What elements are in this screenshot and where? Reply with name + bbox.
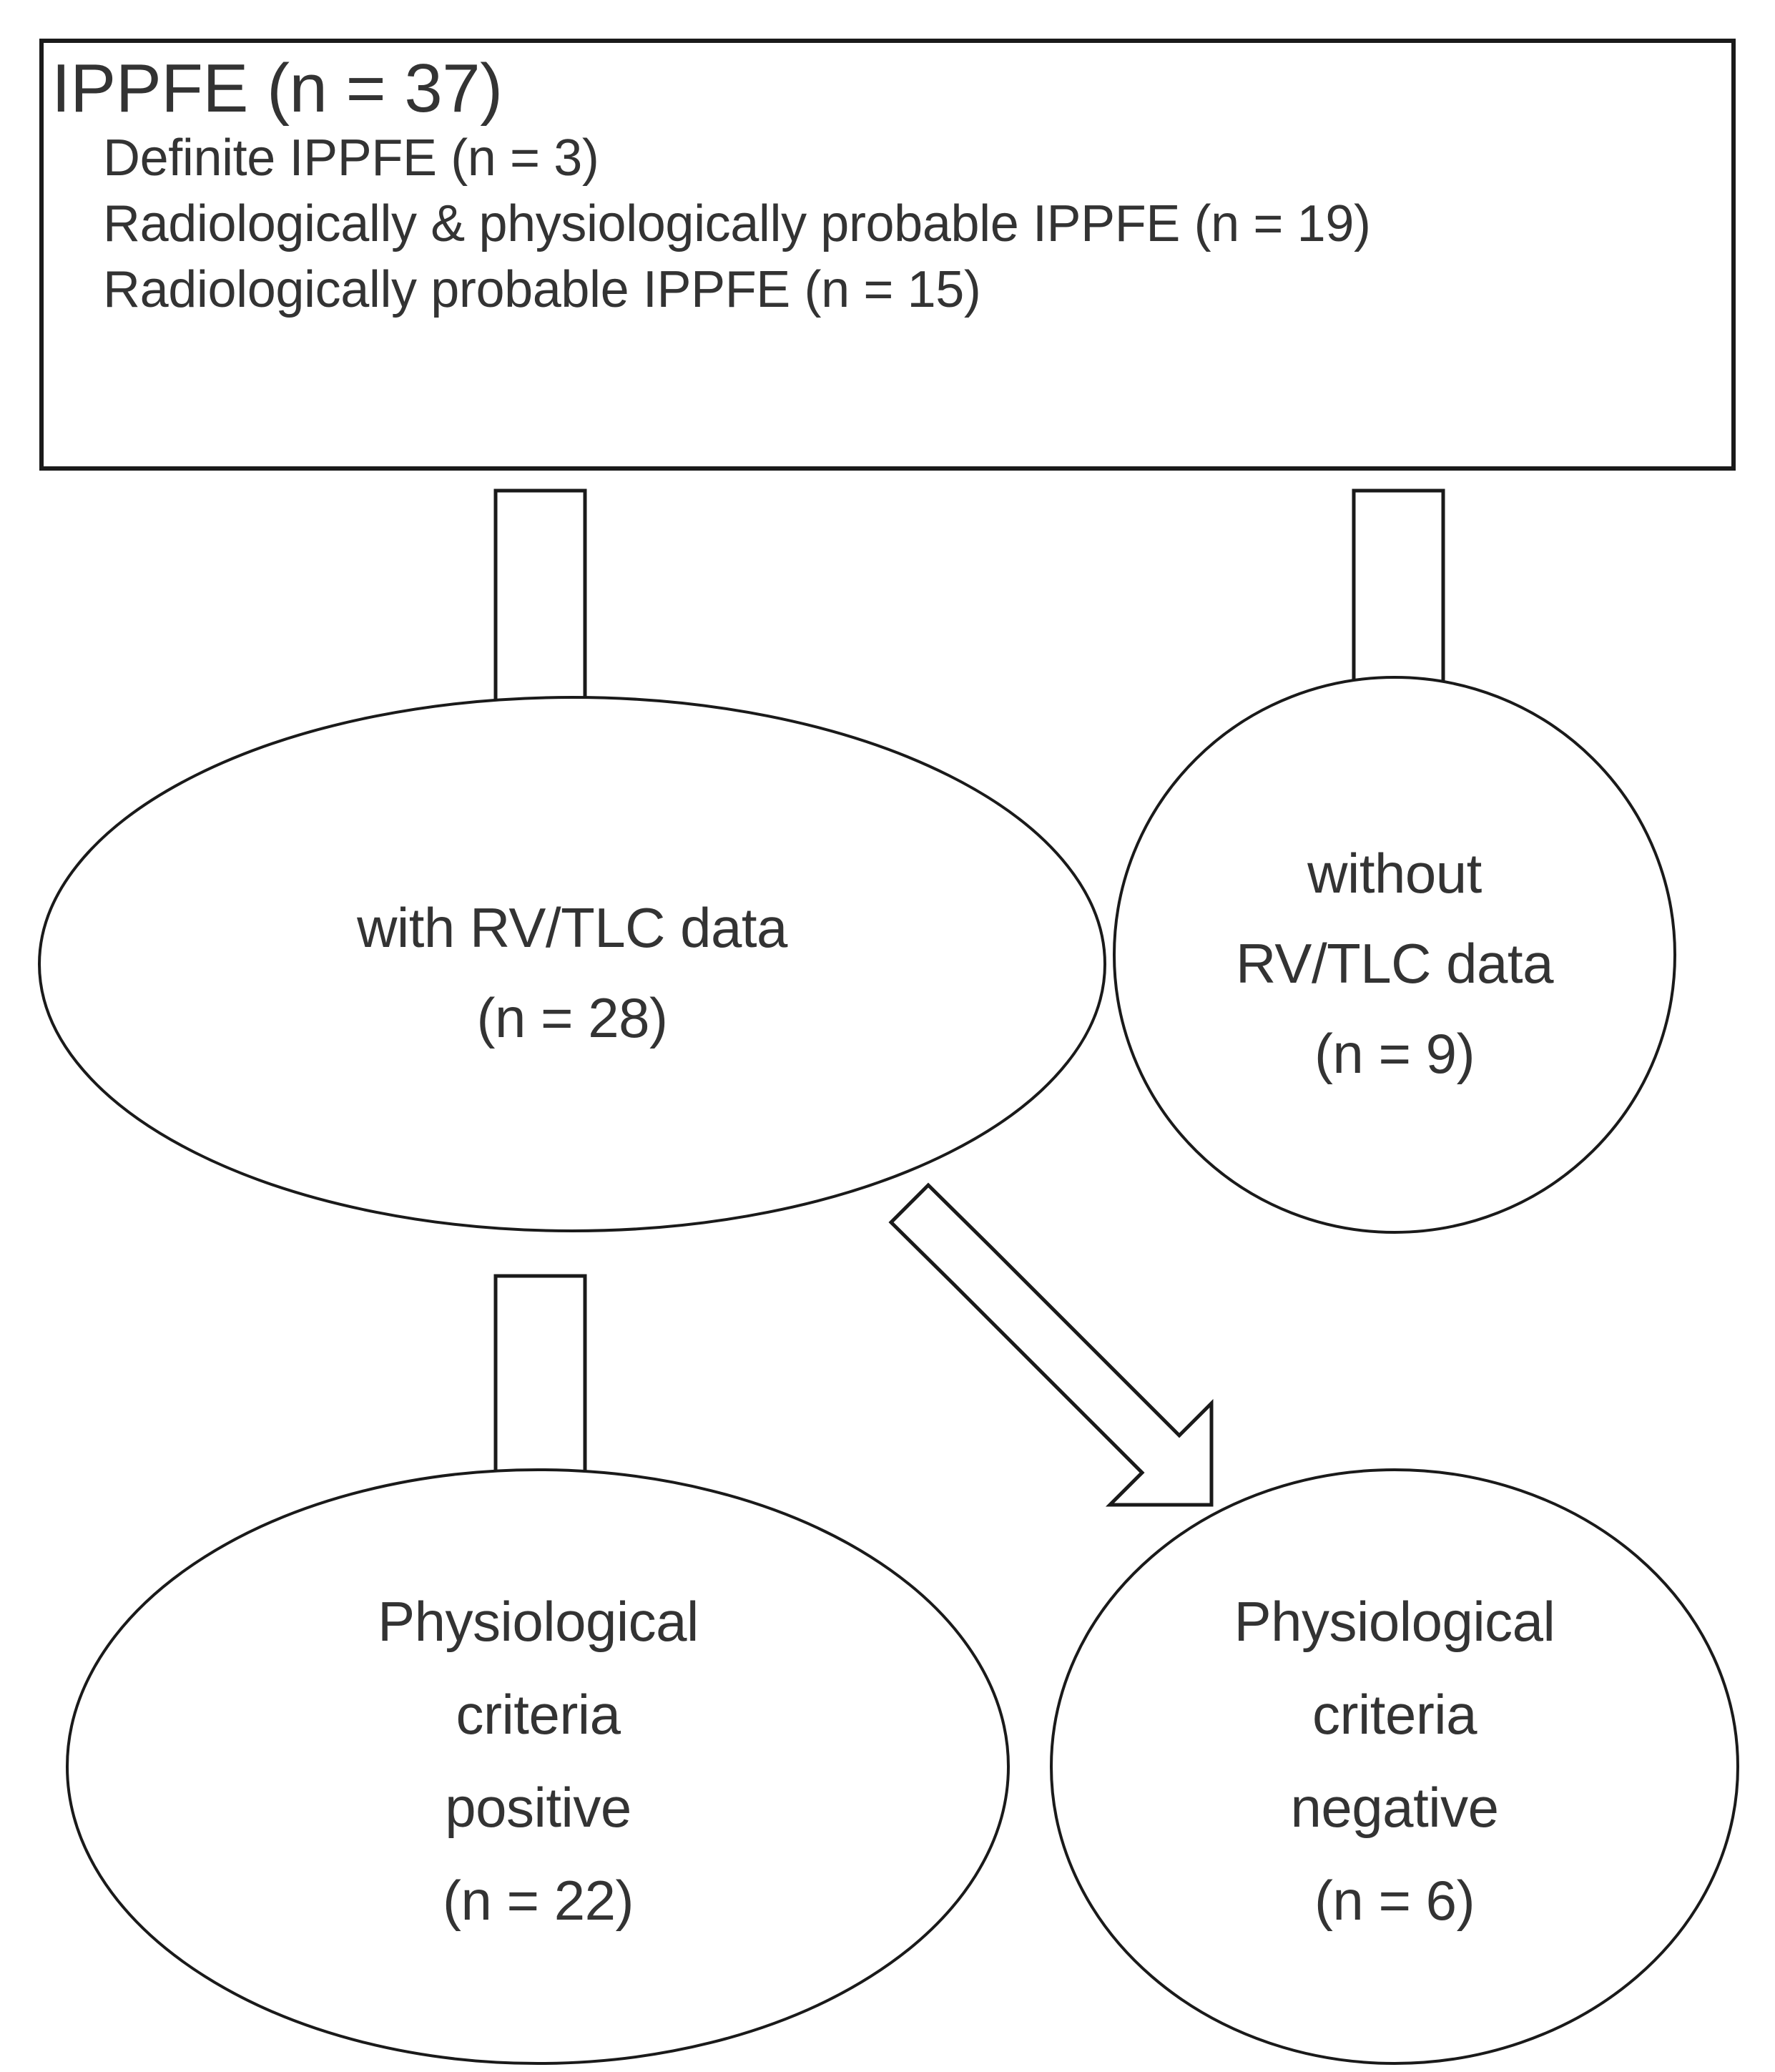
top-box-item-radiologically-physiologically-probable: Radiologically & physiologically probabl… [103,195,1371,252]
diagonal-arrow-to-criteria-negative [891,1185,1211,1505]
ellipse-criteria-positive [67,1470,1008,2063]
ellipse-with-rv-tlc-data [39,697,1105,1231]
top-box-content: IPPFE (n = 37) Definite IPPFE (n = 3) Ra… [51,50,1711,323]
top-box-item-list: Definite IPPFE (n = 3) Radiologically & … [51,125,1711,323]
top-box-item-radiologically-probable: Radiologically probable IPPFE (n = 15) [103,261,981,319]
top-box-heading: IPPFE (n = 37) [51,50,503,127]
ellipse-without-rv-tlc-data [1114,677,1675,1232]
top-box-item-definite: Definite IPPFE (n = 3) [103,129,599,187]
top-box-outline [41,41,1734,468]
ellipse-criteria-negative [1051,1470,1738,2063]
